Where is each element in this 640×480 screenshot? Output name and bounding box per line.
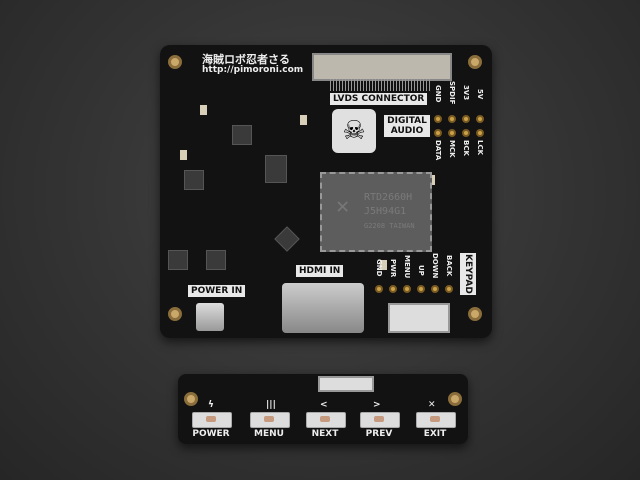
keypad-pin-label: BACK (445, 255, 453, 277)
header-pad[interactable] (448, 115, 456, 123)
keypad-connector[interactable] (388, 303, 450, 333)
mounting-hole (468, 55, 482, 69)
keypad-pin-label: DOWN (431, 253, 439, 279)
connector-pins (330, 79, 430, 91)
mounting-hole (168, 307, 182, 321)
header-pad[interactable] (462, 129, 470, 137)
digital-audio-label: DIGITAL AUDIO (384, 115, 430, 137)
audio-pin-label: BCK (462, 140, 470, 156)
smd-component (300, 115, 307, 125)
next-button-label: NEXT (311, 429, 339, 439)
keypad-pin-label: PWR (389, 259, 397, 278)
audio-pin-label: GND (434, 85, 442, 103)
audio-pin-label: LCK (476, 140, 484, 156)
audio-pin-label: MCK (448, 140, 456, 158)
header-pad[interactable] (434, 129, 442, 137)
keypad-pad[interactable] (375, 285, 383, 293)
chip-origin: G2208 TAIWAN (364, 222, 415, 230)
inductor (184, 170, 204, 190)
inductor (168, 250, 188, 270)
header-pad[interactable] (448, 129, 456, 137)
keypad-pin-label: MENU (403, 255, 411, 279)
keypad-pad[interactable] (417, 285, 425, 293)
next-button[interactable] (306, 412, 346, 428)
menu-button[interactable] (250, 412, 290, 428)
less-than-icon: < (320, 400, 328, 410)
prev-button-label: PREV (365, 429, 393, 439)
inductor (206, 250, 226, 270)
hdmi-lvds-driver-board: 海賊ロボ忍者さる http://pimoroni.com LVDS CONNEC… (160, 45, 492, 338)
power-button-label: POWER (192, 429, 230, 439)
keypad-board: ϟ ||| < > ✕ POWER MENU NEXT PREV EXIT (178, 374, 468, 444)
menu-bars-icon: ||| (266, 400, 276, 410)
header-pad[interactable] (476, 129, 484, 137)
audio-pin-label: 3V3 (462, 85, 470, 101)
smd-component (200, 105, 207, 115)
brand-japanese-text: 海賊ロボ忍者さる (202, 53, 290, 66)
smd-component (380, 260, 387, 270)
micro-usb-power-port[interactable] (196, 303, 224, 331)
hdmi-in-label: HDMI IN (296, 265, 344, 277)
audio-pin-label: DATA (434, 140, 442, 161)
rtd2660h-chip: ✕ RTD2660H J5H94G1 G2208 TAIWAN (320, 172, 432, 252)
exit-button[interactable] (416, 412, 456, 428)
keypad-pad[interactable] (445, 285, 453, 293)
realtek-logo-icon: ✕ (336, 194, 350, 219)
keypad-pad[interactable] (403, 285, 411, 293)
keypad-pad[interactable] (431, 285, 439, 293)
prev-button[interactable] (360, 412, 400, 428)
inductor (232, 125, 252, 145)
hdmi-port[interactable] (282, 283, 364, 333)
ic (265, 155, 287, 183)
pirate-logo-icon: ☠ (332, 109, 376, 153)
lvds-connector-label: LVDS CONNECTOR (330, 93, 428, 105)
menu-button-label: MENU (254, 429, 284, 439)
lvds-connector[interactable] (312, 53, 452, 81)
chip-lot-code: J5H94G1 (364, 206, 407, 217)
ic (274, 226, 300, 252)
power-button[interactable] (192, 412, 232, 428)
exit-button-label: EXIT (423, 429, 447, 439)
keypad-board-connector[interactable] (318, 376, 374, 392)
url-text: http://pimoroni.com (202, 65, 304, 75)
keypad-label: KEYPAD (460, 253, 476, 295)
lightning-icon: ϟ (208, 400, 214, 410)
header-pad[interactable] (476, 115, 484, 123)
x-icon: ✕ (428, 400, 436, 410)
audio-pin-label: SPDIF (448, 81, 456, 105)
keypad-pad[interactable] (389, 285, 397, 293)
smd-component (180, 150, 187, 160)
power-in-label: POWER IN (188, 285, 246, 297)
keypad-pin-label: UP (417, 265, 425, 276)
chip-part-number: RTD2660H (364, 192, 413, 203)
audio-pin-label: 5V (476, 89, 484, 100)
header-pad[interactable] (462, 115, 470, 123)
keypad-pin-label: GND (375, 259, 383, 277)
mounting-hole (184, 392, 198, 406)
mounting-hole (448, 392, 462, 406)
header-pad[interactable] (434, 115, 442, 123)
mounting-hole (468, 307, 482, 321)
greater-than-icon: > (373, 400, 381, 410)
mounting-hole (168, 55, 182, 69)
